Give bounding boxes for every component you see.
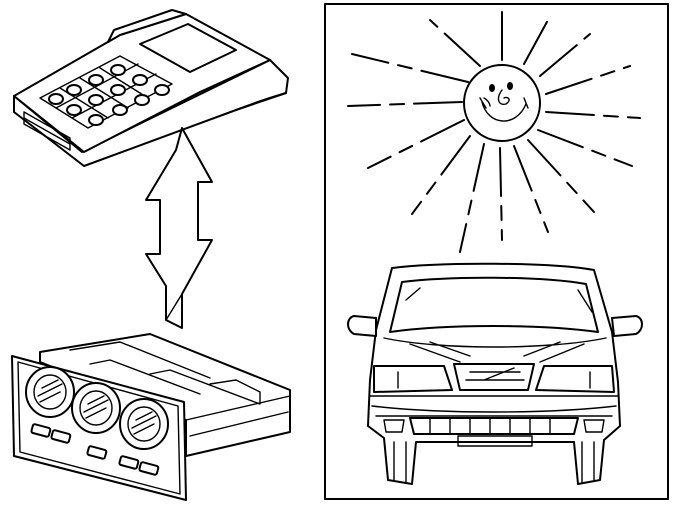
panel-knobs [26,367,168,449]
tester-key [111,65,125,75]
tester-key [89,75,103,85]
car-tyres [394,442,594,482]
car-mirror-right [612,316,642,336]
car-windshield-reflection [406,288,592,312]
car-lower-intake [410,418,578,434]
tester-keys [49,65,169,125]
climate-control-panel [12,334,290,500]
panel-button [119,456,139,469]
car-hood [384,338,606,362]
panel-bezel-inner [18,362,180,494]
tester-connector [24,112,70,150]
car-mirror-left [348,316,376,336]
car [348,264,642,484]
temperature-knob [26,367,74,417]
sun-cheek [484,98,490,106]
tester-key [49,94,63,104]
panel-buttons [31,424,159,475]
tester-key [89,115,103,125]
car-windshield [390,278,598,332]
air-distribution-knob [120,399,168,449]
tester-key [155,85,169,95]
sun-eye-left [489,84,495,92]
car-headlight-right [536,366,614,392]
tester-cable [236,93,286,110]
car-intake-slats [430,418,550,434]
tester-key [89,95,103,105]
tester-key [111,85,125,95]
tester-handle [108,10,186,42]
sun-car-frame [325,4,668,499]
sun-smile [480,98,528,121]
sun [348,10,640,252]
tester-key [67,85,81,95]
panel-button [31,424,51,437]
car-grille-badge [466,368,524,380]
tester-key [113,105,127,115]
car-fog-lights [384,420,604,432]
car-grille [454,364,534,390]
car-headlight-left [374,366,452,392]
tester-key [133,75,147,85]
tester-display [140,24,236,72]
panel-button [87,446,107,459]
tester-key [135,95,149,105]
sun-eye-right [507,82,513,90]
panel-housing-ribs [70,342,290,436]
car-license-plate [458,436,532,446]
fan-knob [72,383,120,433]
tester-keypad-grid [40,56,172,128]
tester-key [67,105,81,115]
diagnostic-tester [14,10,288,166]
panel-button [139,462,159,475]
sun-rays [348,10,640,252]
panel-button [51,430,71,443]
sun-nose [499,90,510,104]
car-bumper [370,396,618,416]
data-exchange-arrow-edge [166,128,182,320]
sun-face [464,65,540,141]
